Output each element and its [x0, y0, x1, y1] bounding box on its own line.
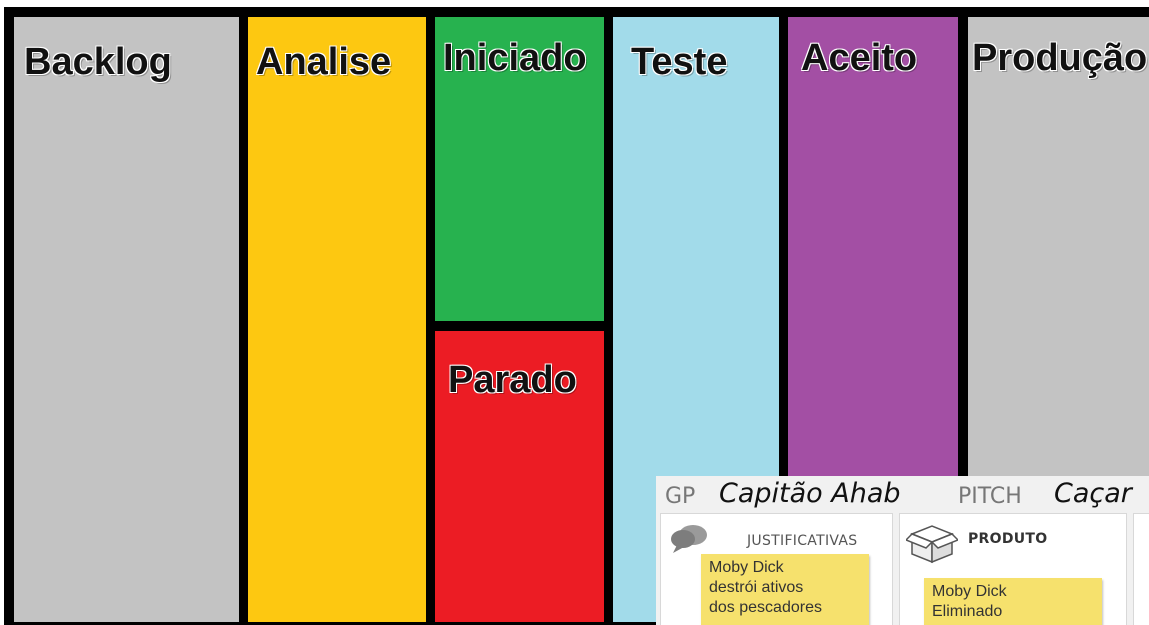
column-title-backlog: Backlog — [24, 41, 172, 83]
section-justificativas: JUSTIFICATIVAS Moby Dick destrói ativos … — [660, 513, 893, 625]
section-produto: PRODUTO Moby Dick Eliminado — [899, 513, 1127, 625]
canvas-header: GP Capitão Ahab PITCH Caçar — [656, 476, 1149, 512]
box-icon — [904, 522, 960, 569]
column-title-producao: Produção — [972, 37, 1148, 79]
column-iniciado: Iniciado — [435, 17, 604, 321]
sticky-note[interactable]: Moby Dick Eliminado — [924, 578, 1102, 625]
column-parado: Parado — [435, 331, 604, 622]
column-analise: Analise — [248, 17, 426, 622]
pitch-label: PITCH — [958, 484, 1022, 509]
speech-bubbles-icon — [669, 522, 709, 561]
project-canvas-panel: GP Capitão Ahab PITCH Caçar JUSTIFICATIV… — [656, 476, 1149, 625]
column-backlog: Backlog — [14, 17, 239, 622]
section-label-produto: PRODUTO — [968, 531, 1048, 547]
gp-value: Capitão Ahab — [719, 478, 901, 509]
column-title-parado: Parado — [448, 359, 577, 401]
column-title-analise: Analise — [256, 41, 392, 83]
column-title-iniciado: Iniciado — [443, 37, 587, 79]
column-title-aceito: Aceito — [801, 37, 918, 79]
pitch-value: Caçar — [1054, 478, 1132, 509]
section-next-partial — [1133, 513, 1149, 625]
column-title-teste: Teste — [631, 41, 728, 83]
section-label-justificativas: JUSTIFICATIVAS — [747, 533, 858, 549]
sticky-note[interactable]: Moby Dick destrói ativos dos pescadores — [701, 554, 869, 625]
gp-label: GP — [665, 484, 696, 509]
